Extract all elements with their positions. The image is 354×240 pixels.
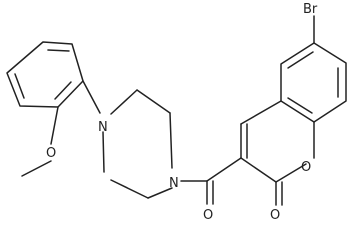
methoxyphenyl-double-bond-2 xyxy=(54,81,72,100)
pyranone-bond-3 xyxy=(280,100,315,123)
piperazine-bond-1 xyxy=(110,89,138,115)
piperazine-upper-nitrogen-label: N xyxy=(98,120,108,135)
piperazine-bond-6 xyxy=(102,131,105,173)
coumarin-benzene-outline xyxy=(280,42,347,123)
pyranone-bond-5 xyxy=(275,163,307,183)
piperazine-lower-nitrogen-label: N xyxy=(169,176,179,191)
methoxy-group: O xyxy=(21,106,59,177)
methoxyphenyl-double-bond-3 xyxy=(14,73,25,99)
pyranone-bond-6 xyxy=(240,157,277,183)
carbonyl-to-coumarin-bond xyxy=(206,157,242,182)
ring-oxygen-label: O xyxy=(301,160,311,175)
coumarin-pyranone-ring: O O xyxy=(240,100,315,223)
aryl-to-piperazine-bond xyxy=(82,80,101,114)
benzene-double-bond-3 xyxy=(287,97,313,114)
piperazine-bond-3 xyxy=(169,112,173,169)
amide-carbonyl: O xyxy=(180,157,242,223)
benzene-double-bond-1 xyxy=(287,51,314,69)
piperazine-bond-2 xyxy=(136,89,171,114)
piperazine-bond-5 xyxy=(110,179,149,199)
methoxy-oxygen-label: O xyxy=(46,146,56,161)
amide-oxygen-label: O xyxy=(203,208,213,223)
piperazine-bond-4 xyxy=(147,187,173,199)
methoxy-oxygen-to-methyl-bond xyxy=(21,160,52,177)
methoxyphenyl-double-bond-1 xyxy=(47,49,70,52)
pyranone-bond-2 xyxy=(240,100,282,125)
aryl-to-methoxy-oxygen-bond xyxy=(50,106,59,145)
bromine-label: Br xyxy=(303,2,318,17)
coumarin-benzene-ring: Br xyxy=(280,2,347,123)
piperazine-ring: N N xyxy=(98,89,179,199)
lactone-oxygen-label: O xyxy=(270,208,280,223)
